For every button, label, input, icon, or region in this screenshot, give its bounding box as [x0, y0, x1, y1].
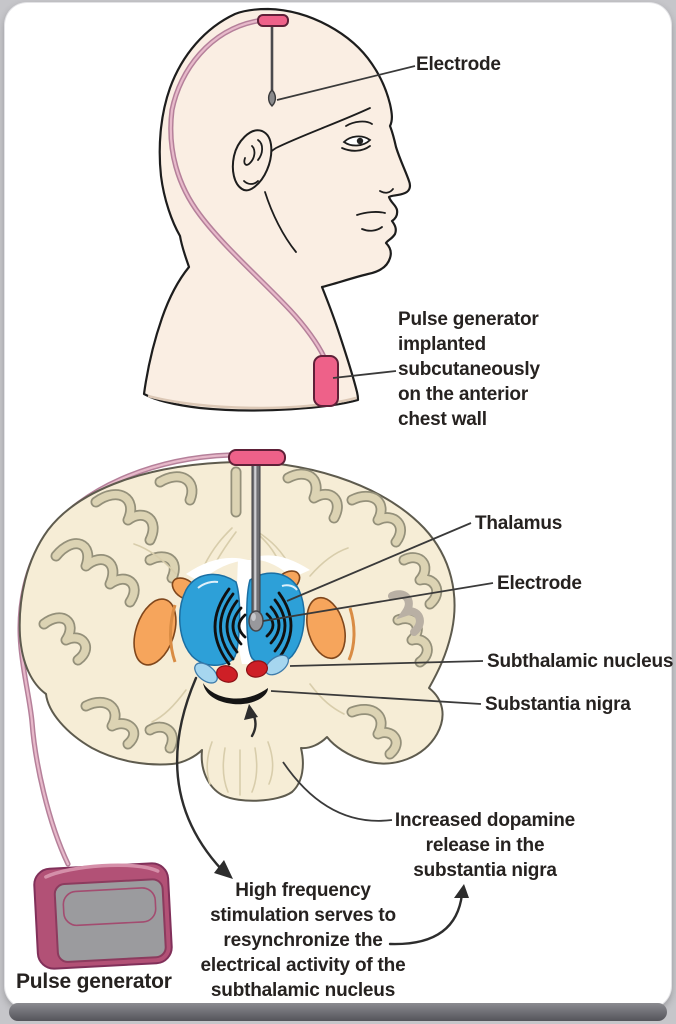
burr-hole-cap [228, 449, 286, 466]
electrode-tip [267, 89, 277, 107]
stimulation-note: High frequency stimulation serves to res… [200, 880, 406, 1001]
arrow-to-stimulation-note [175, 676, 224, 872]
thalamus-label: Thalamus [475, 513, 563, 534]
device-face-outline [62, 887, 157, 927]
pulse-generator-device [33, 862, 173, 970]
arrowhead [244, 704, 258, 720]
device-face [53, 878, 167, 963]
arrowhead [454, 884, 469, 898]
card-bottom-edge [9, 1003, 667, 1021]
pulse-generator-note: Pulse generator implanted subcutaneously… [398, 309, 540, 430]
electrode-label-head: Electrode [416, 54, 501, 75]
subthalamic-nucleus-shapes [216, 660, 269, 683]
stimulation-arcs [213, 587, 293, 666]
connector-lines [262, 65, 494, 822]
arrows [175, 676, 469, 946]
pulse-generator-label: Pulse generator [16, 970, 172, 993]
electrode-lead-brain [228, 449, 286, 632]
line-chest-generator [332, 370, 397, 379]
line-subthalamic [289, 660, 484, 667]
substantia-nigra-label: Substantia nigra [485, 694, 631, 715]
electrode-tip [248, 610, 264, 632]
ear [231, 129, 297, 253]
line-substantia [270, 690, 482, 705]
brain-illustration [20, 449, 456, 864]
electrode-label-brain: Electrode [497, 573, 582, 594]
subthalamic-zone-shapes [194, 654, 290, 684]
head-illustration [142, 7, 412, 412]
dopamine-note: Increased dopamine release in the substa… [394, 810, 576, 881]
line-thalamus [286, 522, 472, 602]
pupil [356, 137, 364, 145]
arrowhead [214, 860, 233, 879]
subthalamic-nucleus-label: Subthalamic nucleus [487, 651, 674, 672]
electrode-shaft-highlight [254, 466, 257, 613]
line-electrode-head [276, 65, 416, 101]
device-top-highlight [44, 863, 160, 879]
arrow-note-to-note [388, 892, 464, 946]
chest-pulse-generator [313, 355, 339, 407]
line-electrode-brain [262, 582, 494, 622]
line-dopamine-note [282, 761, 393, 822]
burr-hole-cap [257, 14, 289, 27]
electrode-tip-highlight [251, 613, 256, 621]
gyri-texture [44, 472, 437, 754]
electrode-lead-head [257, 14, 289, 107]
head-torso-outline [142, 7, 412, 412]
substantia-nigra-shape [203, 683, 268, 705]
face-details [259, 107, 394, 232]
